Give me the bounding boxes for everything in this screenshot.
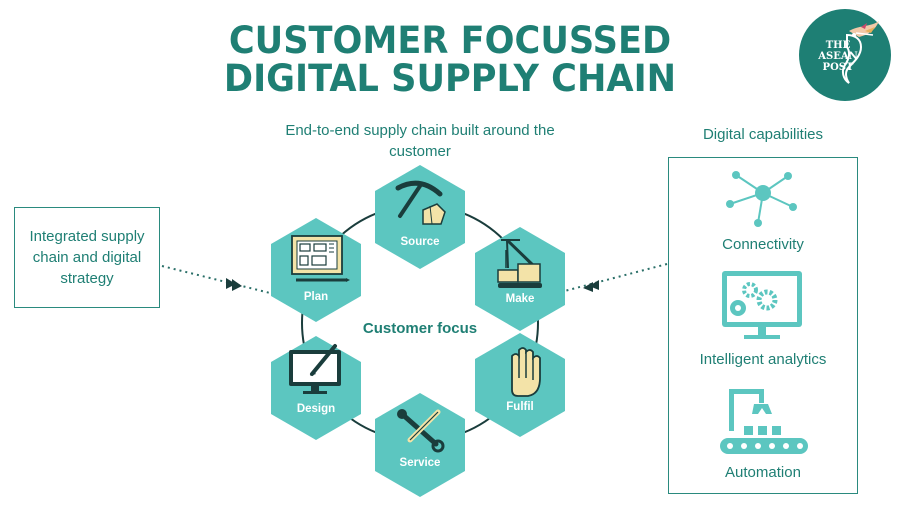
crane-icon	[497, 238, 542, 288]
capability-connectivity: Connectivity	[722, 236, 804, 253]
hex-label-fulfil: Fulfil	[506, 401, 533, 413]
title-line-2: DIGITAL SUPPLY CHAIN	[223, 57, 677, 100]
title-line-1: CUSTOMER FOCUSSED	[228, 19, 672, 62]
hex-source: Source	[375, 165, 465, 269]
asean-post-logo	[799, 9, 891, 101]
hex-label-make: Make	[506, 293, 535, 305]
page-title: CUSTOMER FOCUSSED DIGITAL SUPPLY CHAIN	[175, 22, 726, 98]
hex-design: Design	[271, 336, 361, 440]
logo-line-1: THE	[825, 40, 851, 51]
center-label: Customer focus	[362, 320, 478, 337]
capabilities-title: Digital capabilities	[702, 126, 824, 143]
network-icon	[726, 171, 797, 227]
strategy-box-text: Integrated supply chain and digital stra…	[29, 228, 145, 287]
hand-icon	[511, 347, 541, 397]
left-dotted-arrow	[161, 265, 279, 296]
hex-make: Make	[475, 227, 565, 331]
blueprint-icon	[291, 235, 350, 282]
hex-label-design: Design	[297, 403, 335, 415]
right-dotted-arrow	[556, 263, 668, 294]
strategy-box: Integrated supply chain and digital stra…	[14, 207, 160, 308]
logo-wordmark: THE ASEAN POST	[808, 40, 868, 73]
logo-line-3: POST	[822, 62, 854, 73]
monitor-pen-icon	[289, 344, 341, 394]
hex-label-plan: Plan	[304, 291, 328, 303]
pickaxe-icon	[395, 180, 446, 225]
hex-label-service: Service	[400, 457, 441, 469]
capability-automation: Automation	[725, 464, 801, 481]
capabilities-box	[668, 157, 858, 494]
hummingbird-icon	[841, 21, 879, 84]
logo-line-2: ASEAN	[818, 51, 858, 62]
hex-fulfil: Fulfil	[475, 333, 565, 437]
robot-arm-conveyor-icon	[720, 389, 808, 454]
hex-label-source: Source	[401, 236, 440, 248]
wrench-screwdriver-icon	[397, 409, 445, 453]
hex-plan: Plan	[271, 218, 361, 322]
monitor-gears-icon	[722, 271, 802, 339]
diagram-subtitle: End-to-end supply chain built around the…	[285, 122, 555, 160]
capability-intelligent-analytics: Intelligent analytics	[699, 351, 827, 368]
hex-service: Service	[375, 393, 465, 497]
